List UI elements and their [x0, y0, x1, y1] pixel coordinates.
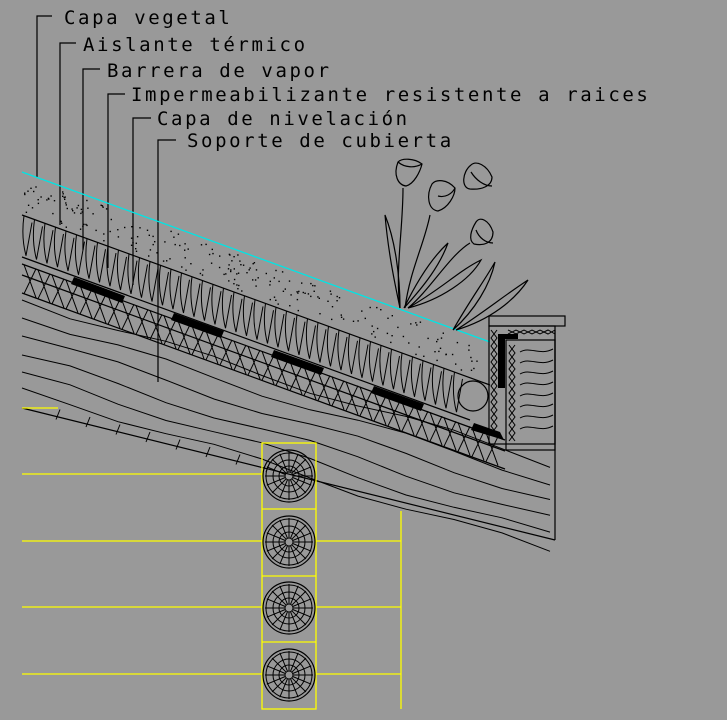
log-sections — [262, 449, 316, 702]
leader-capa-vegetal — [36, 15, 52, 178]
label-capa-vegetal: Capa vegetal — [64, 7, 232, 29]
leader-aislante — [59, 42, 76, 225]
beam-guides — [22, 407, 402, 710]
leader-impermeabilizante — [107, 93, 125, 268]
leader-barrera — [82, 68, 100, 250]
label-aislante-termico: Aislante térmico — [83, 34, 308, 56]
leader-lines — [36, 15, 176, 382]
plants — [384, 158, 529, 331]
label-barrera-de-vapor: Barrera de vapor — [107, 60, 332, 82]
soil-stipple — [24, 186, 478, 371]
leader-soporte — [157, 139, 176, 382]
vegetation-surface-line — [21, 171, 491, 343]
label-capa-de-nivelacion: Capa de nivelación — [157, 108, 410, 130]
labels: Capa vegetal Aislante térmico Barrera de… — [64, 7, 650, 152]
leader-nivelacion — [132, 117, 151, 285]
label-impermeabilizante: Impermeabilizante resistente a raices — [131, 84, 650, 106]
membrane-layers — [21, 263, 506, 470]
vapor-barrier-strips — [71, 277, 504, 440]
label-soporte-de-cubierta: Soporte de cubierta — [187, 130, 454, 152]
parapet — [488, 315, 566, 451]
insulation-layer — [21, 214, 491, 421]
